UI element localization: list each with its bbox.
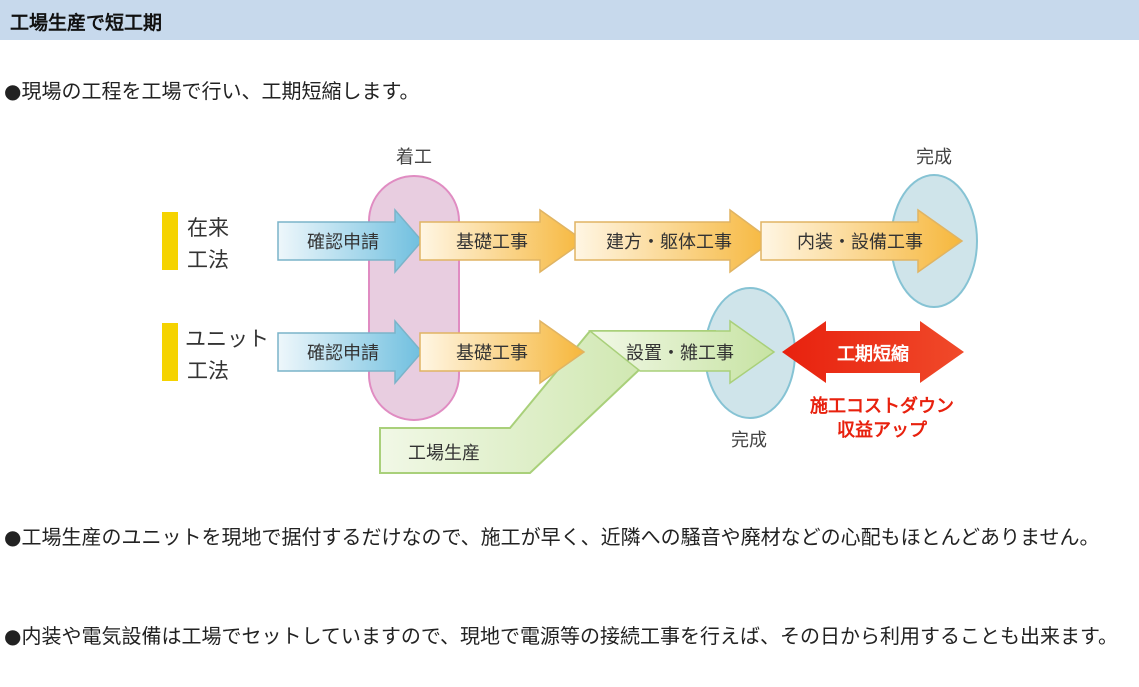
unit-step-application: 確認申請 <box>307 343 379 364</box>
complete-label-conventional: 完成 <box>916 147 952 168</box>
intro-paragraph: ●現場の工程を工場で行い、工期短縮します。 <box>4 79 420 103</box>
process-diagram: 着工 完成 完成 工場生産 在来 工法 ユニット 工法 確認申請 基礎工事 建方… <box>162 147 978 474</box>
arrow-unit-application <box>277 318 423 386</box>
unit-step-install: 設置・雑工事 <box>626 343 734 364</box>
factory-label: 工場生産 <box>408 443 480 464</box>
unit-label-line2: 工法 <box>187 359 229 383</box>
section-header: 工場生産で短工期 <box>0 0 1139 40</box>
benefit-paragraph-equipment: ●内装や電気設備は工場でセットしていますので、現地で電源等の接続工事を行えば、そ… <box>4 624 1119 648</box>
shortened-period-label: 工期短縮 <box>837 343 909 365</box>
benefit-paragraph-installation: ●工場生産のユニットを現地で据付するだけなので、施工が早く、近隣への騒音や廃材な… <box>4 525 1100 549</box>
conv-step-application: 確認申請 <box>307 232 379 253</box>
cost-down-text: 施工コストダウン <box>810 395 954 417</box>
shortened-period-arrow <box>782 321 964 383</box>
unit-label-line1: ユニット <box>185 327 269 351</box>
section-title: 工場生産で短工期 <box>10 12 163 34</box>
unit-step-foundation: 基礎工事 <box>456 343 528 364</box>
arrow-conv-application <box>277 207 423 275</box>
arrow-unit-install <box>587 319 776 385</box>
profit-up-text: 収益アップ <box>837 419 928 441</box>
arrow-conv-frame <box>574 208 774 274</box>
start-capsule <box>368 175 460 421</box>
legend-marker-unit <box>162 323 178 381</box>
conventional-label-line1: 在来 <box>187 216 229 240</box>
arrow-unit-foundation <box>419 319 586 385</box>
complete-label-unit: 完成 <box>731 430 767 451</box>
conv-step-interior: 内装・設備工事 <box>797 232 923 253</box>
conv-step-foundation: 基礎工事 <box>456 232 528 253</box>
arrow-conv-interior <box>760 208 964 274</box>
arrow-conv-foundation <box>419 208 586 274</box>
start-label: 着工 <box>396 147 432 168</box>
conv-step-frame: 建方・躯体工事 <box>606 232 732 253</box>
legend-marker-conventional <box>162 212 178 270</box>
conventional-label-line2: 工法 <box>187 248 229 272</box>
